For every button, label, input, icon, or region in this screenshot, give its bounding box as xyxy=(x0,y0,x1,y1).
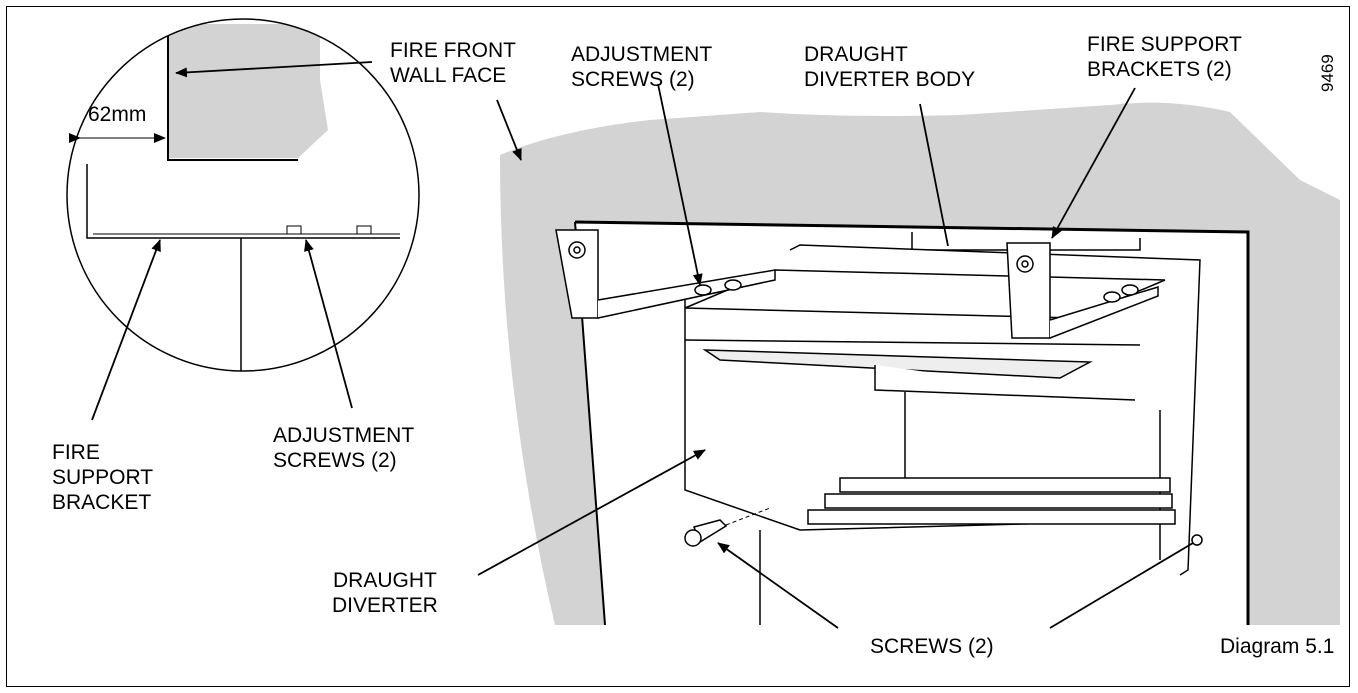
loose-screw xyxy=(684,519,728,547)
label-fire-support-brackets: FIRE SUPPORT BRACKETS (2) xyxy=(1087,33,1242,81)
label-dimension-62mm: 62mm xyxy=(88,103,147,126)
diagram-ref-number: 9469 xyxy=(1318,54,1337,92)
leader-lines xyxy=(91,61,1194,629)
fixed-screw xyxy=(1191,534,1203,546)
fire-support-bracket-right xyxy=(1006,242,1159,339)
label-screws: SCREWS (2) xyxy=(870,635,994,658)
label-adjustment-screws-detail: ADJUSTMENT SCREWS (2) xyxy=(273,424,415,472)
fire-opening-frame xyxy=(574,220,1250,625)
diagram-caption: Diagram 5.1 xyxy=(1220,635,1335,658)
label-draught-diverter-body: DRAUGHT DIVERTER BODY xyxy=(804,43,976,91)
label-draught-diverter: DRAUGHT DIVERTER xyxy=(332,569,438,617)
burner-rails xyxy=(807,477,1176,525)
detail-circle xyxy=(86,20,400,371)
adjustment-screw-heads xyxy=(694,279,1139,303)
label-fire-support-bracket: FIRE SUPPORT BRACKET xyxy=(52,441,154,514)
label-fire-front-wall-face: FIRE FRONT WALL FACE xyxy=(390,39,516,87)
label-adjustment-screws-top: ADJUSTMENT SCREWS (2) xyxy=(571,43,713,91)
